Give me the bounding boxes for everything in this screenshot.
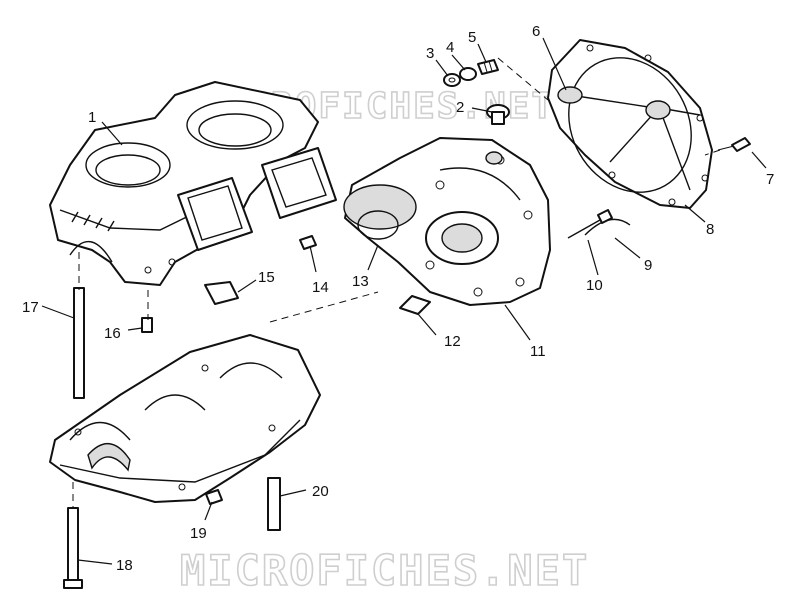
upper-crankcase — [49, 81, 337, 286]
callout-leaders — [41, 37, 767, 565]
callout-20: 20 — [312, 483, 329, 500]
callout-16: 16 — [104, 325, 121, 342]
bell-cover — [547, 39, 713, 209]
watermark-bottom: MICROFICHES.NET — [180, 546, 589, 595]
callout-numbers: 1 2 3 4 5 6 7 8 9 10 11 12 13 14 15 16 1… — [22, 23, 774, 574]
callout-12: 12 — [444, 333, 461, 350]
alignment-lines — [72, 57, 721, 508]
callout-13: 13 — [352, 273, 369, 290]
callout-17: 17 — [22, 299, 39, 316]
callout-10: 10 — [586, 277, 603, 294]
callout-14: 14 — [312, 279, 329, 296]
callout-8: 8 — [706, 221, 714, 238]
lower-crankcase — [49, 334, 321, 503]
callout-3: 3 — [426, 45, 434, 62]
callout-9: 9 — [644, 257, 652, 274]
callout-1: 1 — [88, 109, 96, 126]
callout-11: 11 — [530, 343, 546, 360]
callout-19: 19 — [190, 525, 207, 542]
callout-2: 2 — [456, 99, 464, 116]
callout-7: 7 — [766, 171, 774, 188]
callout-6: 6 — [532, 23, 540, 40]
callout-4: 4 — [446, 39, 454, 56]
side-cover — [343, 137, 551, 306]
callout-5: 5 — [468, 29, 476, 46]
callout-18: 18 — [116, 557, 133, 574]
callout-15: 15 — [258, 269, 275, 286]
